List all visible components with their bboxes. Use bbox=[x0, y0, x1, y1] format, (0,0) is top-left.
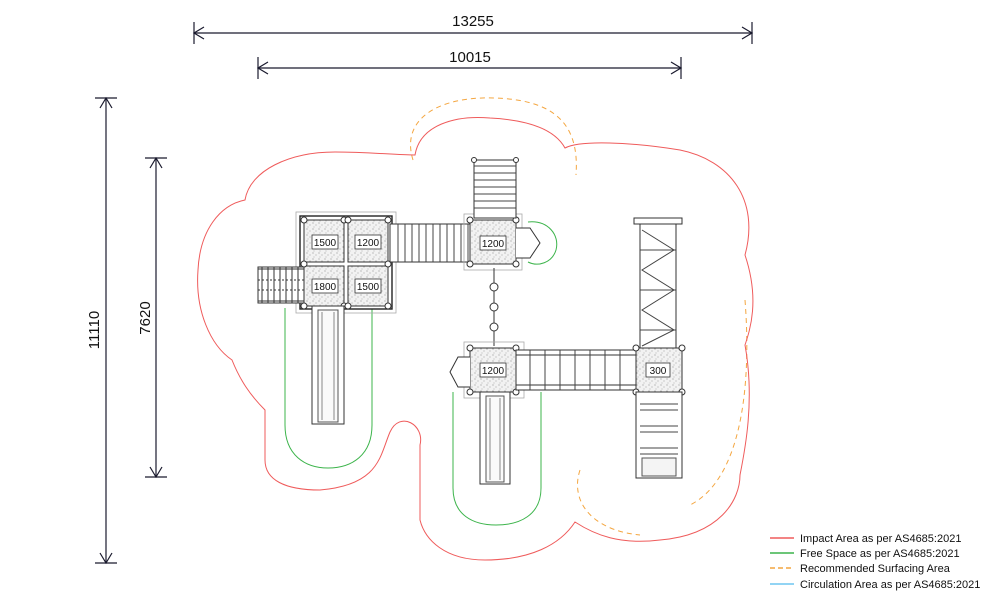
dimension-overall-width bbox=[192, 22, 754, 44]
free-space-upper-arc bbox=[527, 221, 558, 265]
deck-label: 1200 bbox=[482, 239, 505, 250]
deck-label: 1500 bbox=[314, 238, 337, 249]
dimension-inner-width bbox=[256, 57, 683, 79]
overall-width-label: 13255 bbox=[452, 13, 494, 30]
deck-label: 1500 bbox=[357, 282, 380, 293]
free-space-right-slide bbox=[452, 392, 542, 526]
surfacing-area-outline bbox=[410, 97, 748, 536]
dimension-inner-depth bbox=[145, 156, 167, 479]
legend: Impact Area as per AS4685:2021 Free Spac… bbox=[770, 533, 980, 591]
legend-label-circulation: Circulation Area as per AS4685:2021 bbox=[800, 579, 980, 591]
overall-depth-label: 11110 bbox=[86, 311, 103, 349]
deck-labels: 1500 1200 1800 1500 1200 1200 300 bbox=[311, 234, 671, 378]
inner-width-label: 10015 bbox=[449, 49, 491, 66]
legend-label-surfacing: Recommended Surfacing Area bbox=[800, 563, 951, 575]
deck-label: 1200 bbox=[357, 238, 380, 249]
play-structure bbox=[257, 157, 686, 485]
legend-label-impact: Impact Area as per AS4685:2021 bbox=[800, 533, 961, 545]
impact-area-outline bbox=[197, 117, 754, 561]
legend-label-free-space: Free Space as per AS4685:2021 bbox=[800, 548, 960, 560]
free-space-left-slide bbox=[284, 308, 373, 469]
deck-label: 300 bbox=[650, 366, 667, 377]
deck-label: 1800 bbox=[314, 282, 337, 293]
dimension-overall-depth bbox=[95, 96, 117, 565]
deck-label: 1200 bbox=[482, 366, 505, 377]
inner-depth-label: 7620 bbox=[137, 301, 154, 334]
